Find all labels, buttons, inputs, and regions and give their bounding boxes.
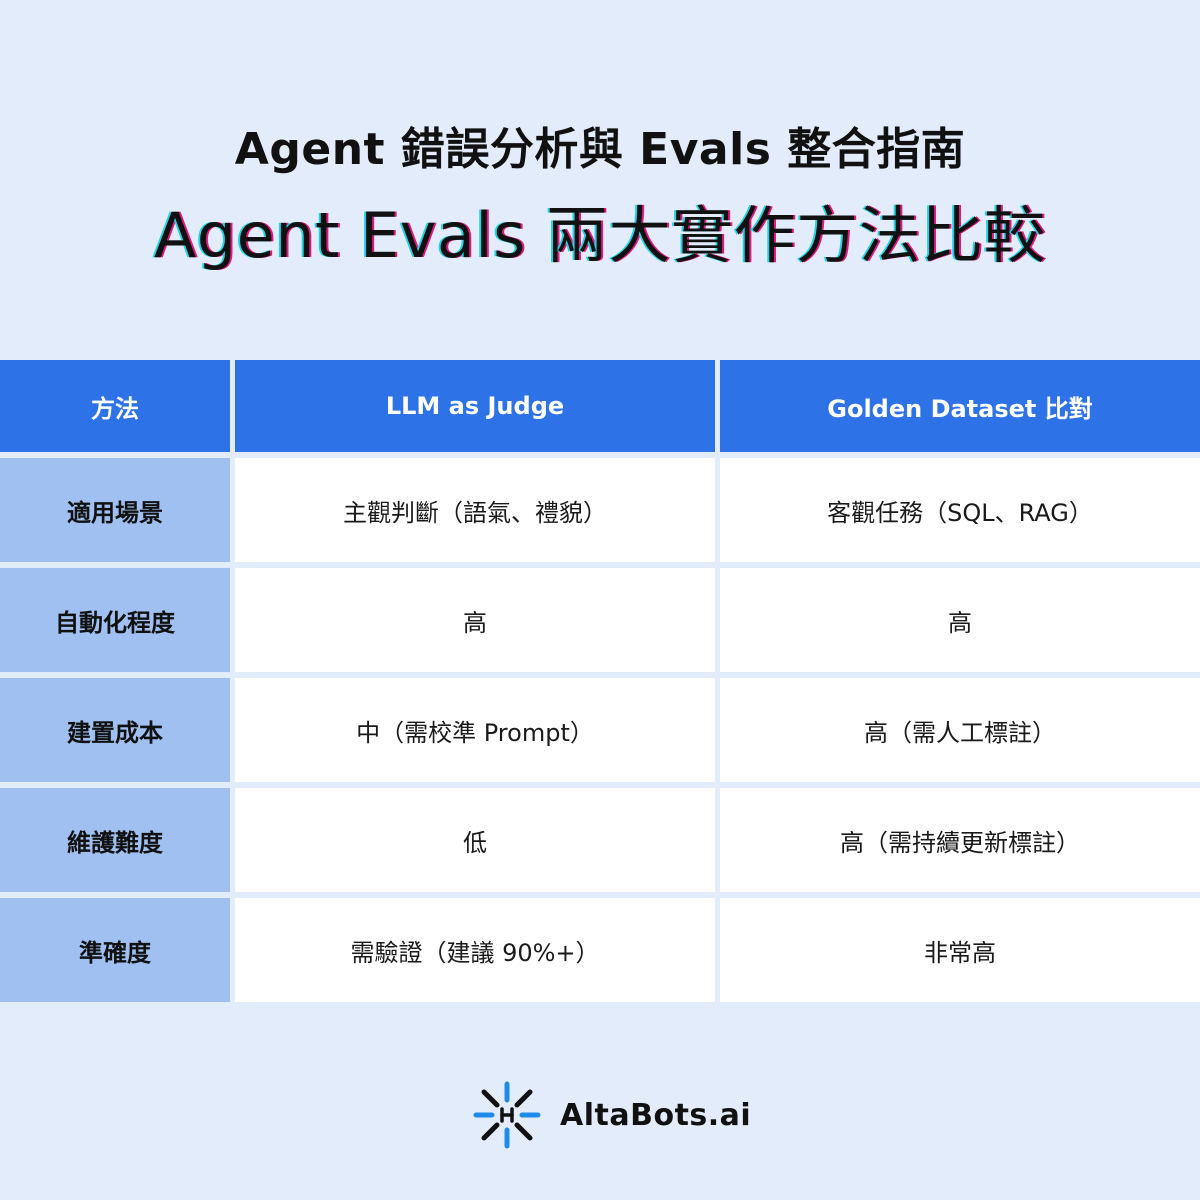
cell-llm-accuracy: 需驗證（建議 90%+） bbox=[235, 898, 715, 1002]
page-title: Agent 錯誤分析與 Evals 整合指南 bbox=[234, 124, 966, 175]
cell-llm-maintenance: 低 bbox=[235, 788, 715, 892]
row-label-scenario: 適用場景 bbox=[0, 458, 230, 562]
cell-llm-setup-cost: 中（需校準 Prompt） bbox=[235, 678, 715, 782]
row-label-accuracy: 準確度 bbox=[0, 898, 230, 1002]
header-llm-as-judge: LLM as Judge bbox=[235, 360, 715, 452]
comparison-table: 方法 LLM as Judge Golden Dataset 比對 適用場景 主… bbox=[0, 360, 1200, 1002]
cell-golden-maintenance: 高（需持續更新標註） bbox=[720, 788, 1200, 892]
cell-golden-automation: 高 bbox=[720, 568, 1200, 672]
cell-golden-setup-cost: 高（需人工標註） bbox=[720, 678, 1200, 782]
cell-golden-scenario: 客觀任務（SQL、RAG） bbox=[720, 458, 1200, 562]
row-label-maintenance: 維護難度 bbox=[0, 788, 230, 892]
row-label-automation: 自動化程度 bbox=[0, 568, 230, 672]
header-golden-dataset: Golden Dataset 比對 bbox=[720, 360, 1200, 452]
brand-footer: AltaBots.ai bbox=[472, 1080, 751, 1150]
title-block: Agent 錯誤分析與 Evals 整合指南 Agent Evals 兩大實作方… bbox=[0, 118, 1200, 276]
cell-llm-scenario: 主觀判斷（語氣、禮貌） bbox=[235, 458, 715, 562]
brand-name: AltaBots.ai bbox=[560, 1097, 752, 1133]
cell-golden-accuracy: 非常高 bbox=[720, 898, 1200, 1002]
header-method: 方法 bbox=[0, 360, 230, 452]
cell-llm-automation: 高 bbox=[235, 568, 715, 672]
altabots-logo-icon bbox=[473, 1081, 541, 1149]
row-label-setup-cost: 建置成本 bbox=[0, 678, 230, 782]
page-subtitle: Agent Evals 兩大實作方法比較 bbox=[153, 199, 1047, 272]
